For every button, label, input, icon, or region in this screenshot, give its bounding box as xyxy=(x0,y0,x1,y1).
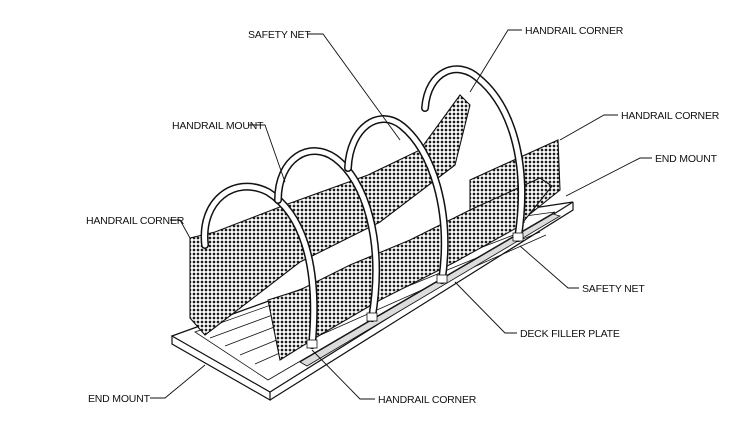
label-handrail-corner-bottom: HANDRAIL CORNER xyxy=(378,394,477,406)
handrail-mounts xyxy=(306,232,524,349)
callout-handrail-mount: HANDRAIL MOUNT xyxy=(172,120,286,183)
callout-handrail-corner-right: HANDRAIL CORNER xyxy=(559,110,720,141)
callout-handrail-corner-top: HANDRAIL CORNER xyxy=(469,25,624,93)
callout-deck-filler-plate: DECK FILLER PLATE xyxy=(454,281,620,340)
deck-filler-plate xyxy=(299,213,562,367)
label-handrail-corner-left: HANDRAIL CORNER xyxy=(86,215,185,227)
label-end-mount-right: END MOUNT xyxy=(655,153,718,165)
label-end-mount-left: END MOUNT xyxy=(88,393,151,405)
callout-end-mount-right: END MOUNT xyxy=(565,153,718,197)
label-handrail-corner-top: HANDRAIL CORNER xyxy=(525,25,624,37)
label-handrail-mount: HANDRAIL MOUNT xyxy=(172,120,264,132)
callout-end-mount-left: END MOUNT xyxy=(88,364,206,405)
callout-handrail-corner-bottom: HANDRAIL CORNER xyxy=(311,349,477,406)
callout-handrail-corner-left: HANDRAIL CORNER xyxy=(86,215,191,239)
label-safety-net-right: SAFETY NET xyxy=(582,283,645,295)
handrail-hoops xyxy=(200,65,526,349)
label-safety-net-top: SAFETY NET xyxy=(248,29,311,41)
label-handrail-corner-right: HANDRAIL CORNER xyxy=(621,110,720,122)
callout-safety-net-right: SAFETY NET xyxy=(519,245,646,295)
label-deck-filler-plate: DECK FILLER PLATE xyxy=(520,328,620,340)
callout-safety-net-top: SAFETY NET xyxy=(248,29,401,141)
safety-net-front xyxy=(267,177,553,361)
